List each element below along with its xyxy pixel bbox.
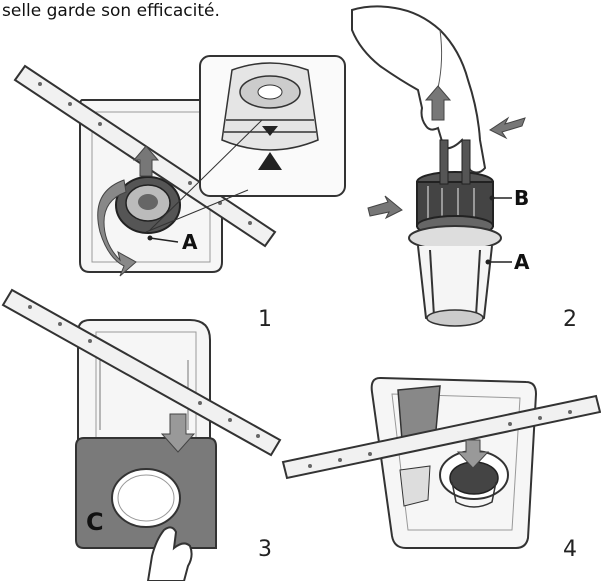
step-1-filter	[115, 176, 181, 234]
step-4-spray-arm	[281, 394, 601, 480]
step-4-panel: 4	[281, 376, 601, 562]
step-1-rotate-arrow	[97, 179, 137, 277]
step-1-panel: A 1	[13, 55, 346, 332]
step-3-number: 3	[258, 537, 272, 562]
step-2-panel: B A 2	[351, 5, 577, 332]
step-1-zoom-inset	[145, 55, 346, 233]
step-3-plate-c	[75, 437, 217, 549]
step-1-lift-arrow	[132, 145, 160, 177]
step-1-number: 1	[258, 307, 272, 332]
step-2-squeeze-arrow-right	[489, 116, 526, 140]
step-2-filter-a	[408, 225, 502, 327]
step-4-down-arrow	[456, 439, 490, 469]
step-2-callout-a: A	[514, 250, 530, 274]
step-2-callout-b: B	[514, 186, 529, 210]
step-3-hand	[146, 526, 193, 581]
step-1-callout-a: A	[182, 230, 198, 254]
step-2-number: 2	[563, 307, 577, 332]
step-2-up-arrow-1	[424, 85, 452, 121]
step-3-callout-c: C	[86, 508, 104, 536]
step-3-panel: C 3	[1, 288, 282, 581]
step-2-squeeze-arrow-left	[367, 195, 403, 220]
step-3-down-arrow	[160, 413, 196, 453]
step-3-spray-arm	[1, 288, 282, 457]
intro-text: selle garde son efficacité.	[2, 1, 220, 21]
step-4-number: 4	[563, 537, 577, 562]
